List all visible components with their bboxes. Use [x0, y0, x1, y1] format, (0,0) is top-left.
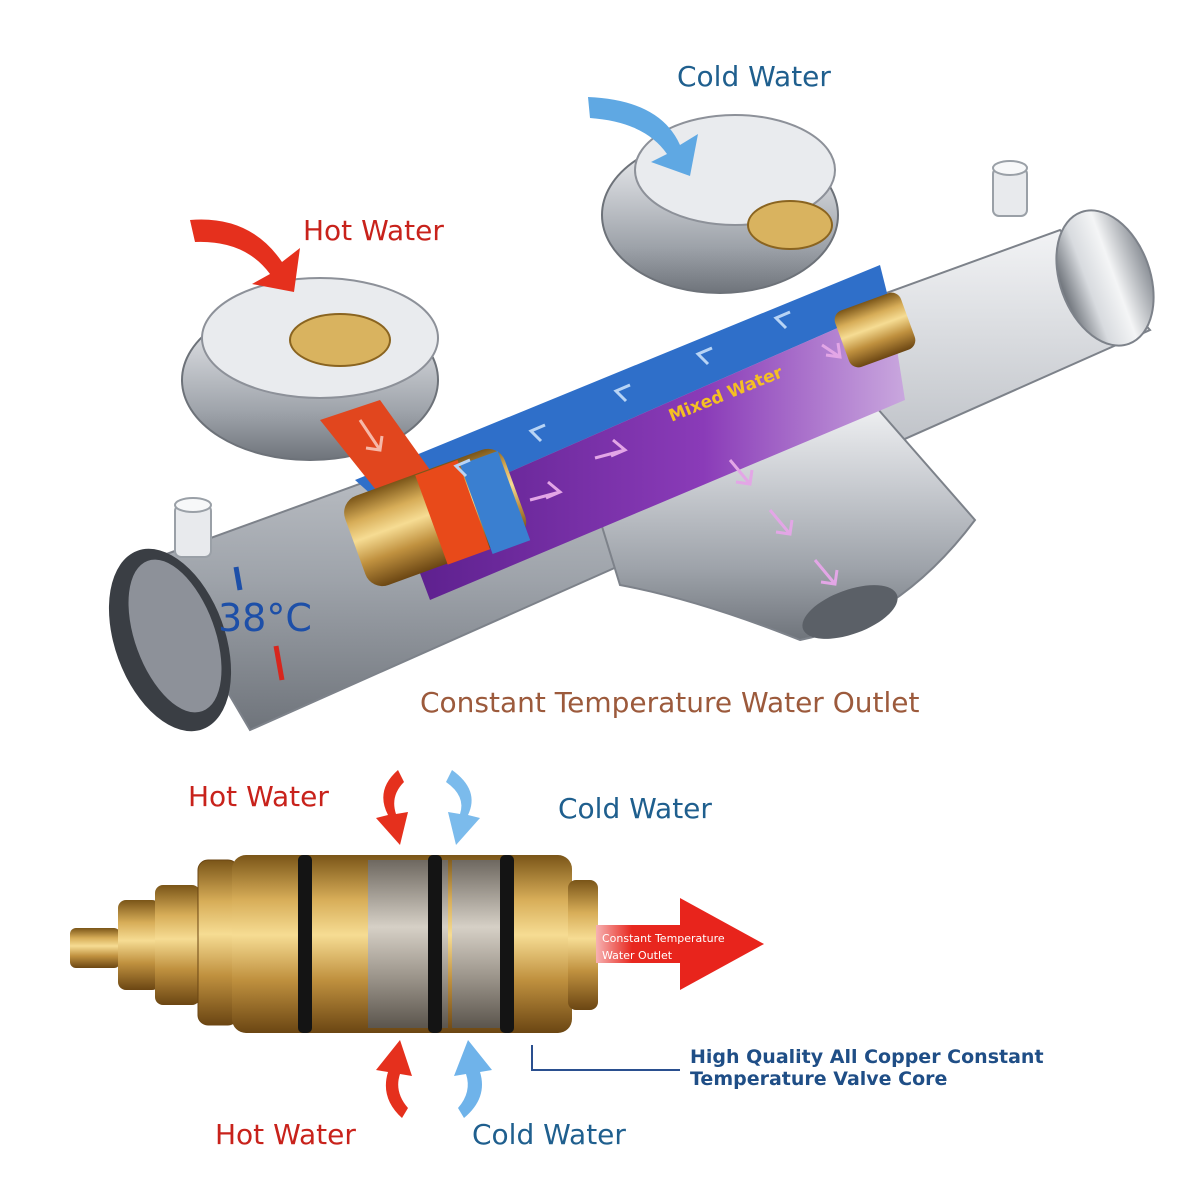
- cold-water-label-mid: Cold Water: [558, 792, 712, 825]
- hot-water-label-mid: Hot Water: [188, 780, 329, 813]
- hot-water-label-bottom: Hot Water: [215, 1118, 356, 1151]
- temperature-label: 38°C: [218, 596, 312, 640]
- hot-inlet-arrow-bottom: [376, 1040, 412, 1118]
- hot-inlet-arrow-top: [190, 220, 300, 292]
- constant-outlet-label: Constant Temperature Water Outlet: [420, 686, 919, 719]
- hot-water-label-top: Hot Water: [303, 214, 444, 247]
- cold-water-label-top: Cold Water: [677, 60, 831, 93]
- valve-core-description: High Quality All Copper Constant Tempera…: [690, 1046, 1050, 1090]
- core-callout-line: [532, 1045, 680, 1070]
- valve-core-cartridge: [70, 855, 598, 1033]
- core-outlet-label: Constant Temperature Water Outlet: [602, 930, 752, 964]
- cold-inlet-cap: [602, 115, 838, 293]
- hot-inlet-arrow-mid: [376, 770, 408, 845]
- cold-inlet-arrow-mid: [446, 770, 480, 845]
- cold-water-label-bottom: Cold Water: [472, 1118, 626, 1151]
- cold-inlet-arrow-bottom: [454, 1040, 492, 1118]
